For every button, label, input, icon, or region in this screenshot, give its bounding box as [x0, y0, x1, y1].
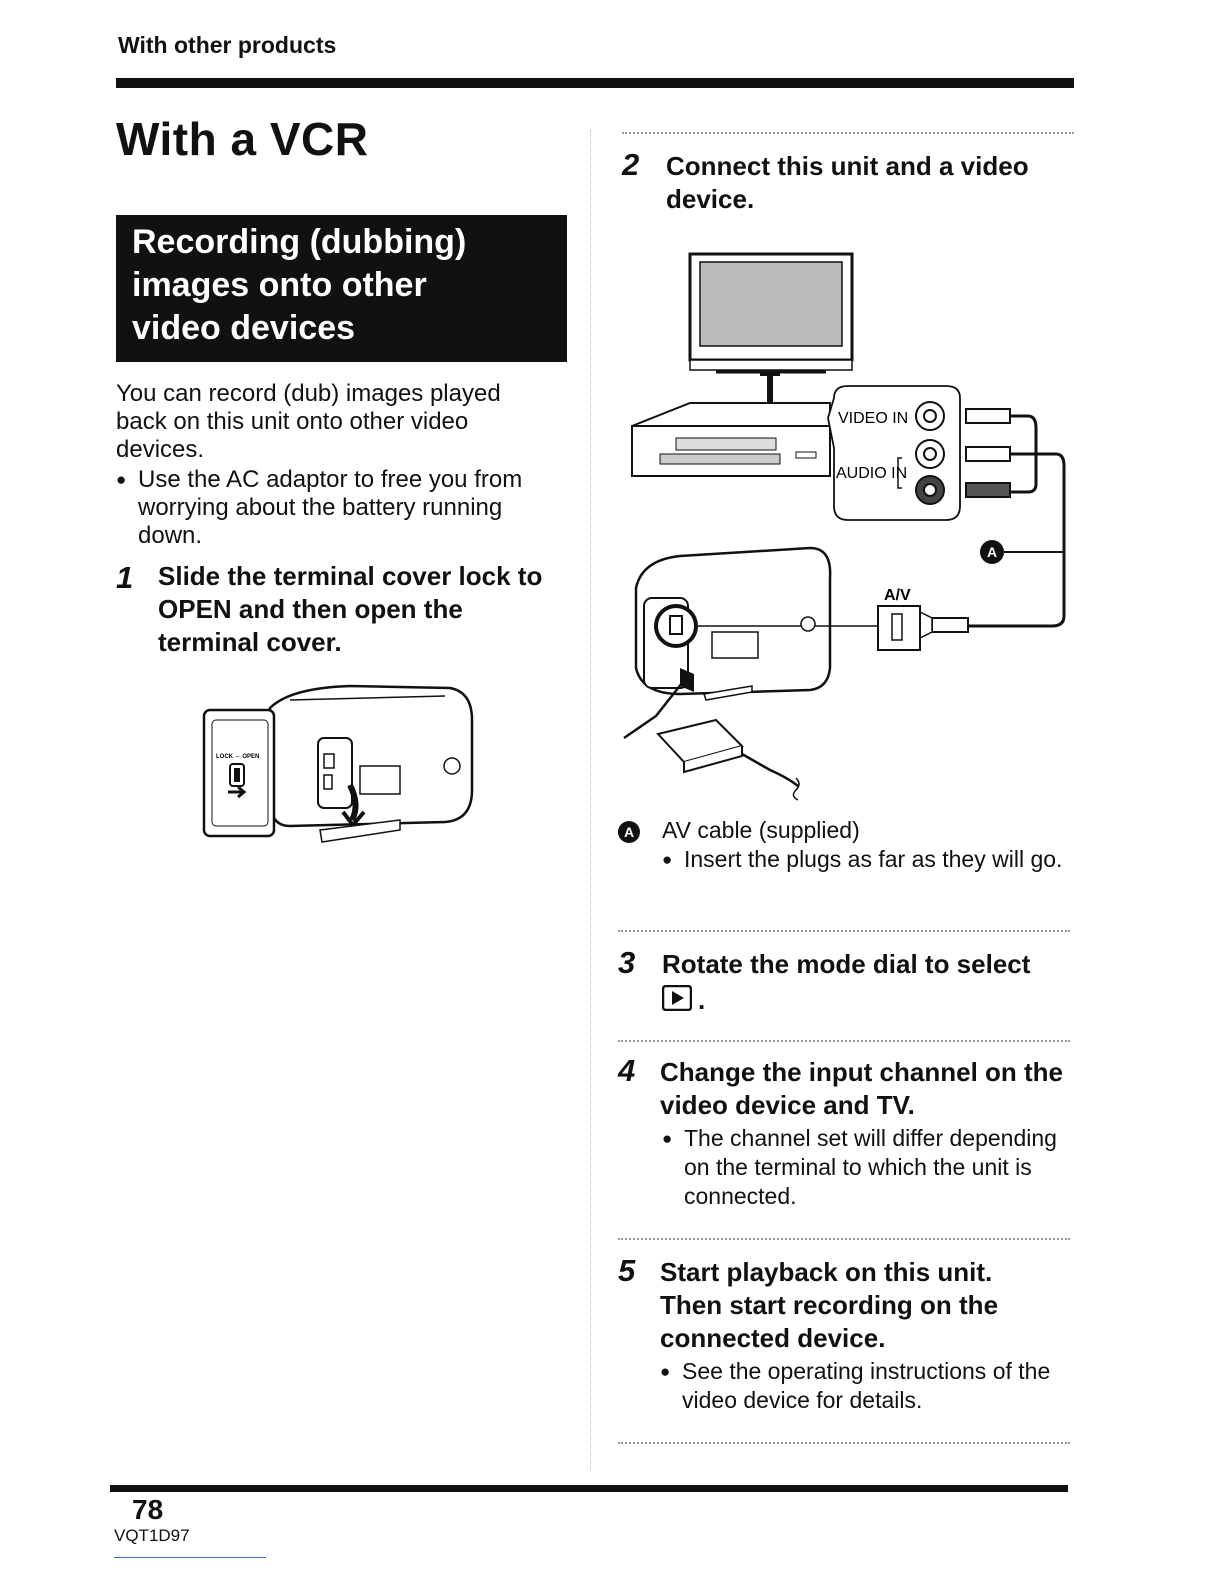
- step-text: Slide the terminal cover lock to OPEN an…: [158, 561, 543, 657]
- audio-in-label: AUDIO IN: [836, 465, 907, 482]
- legend-marker: A: [618, 821, 640, 843]
- intro-bullet: Use the AC adaptor to free you from worr…: [116, 466, 556, 550]
- step-number: 1: [116, 560, 134, 595]
- step-number: 2: [622, 147, 640, 182]
- step-2: 2 Connect this unit and a video device.: [622, 147, 1072, 216]
- step-5-bullet: See the operating instructions of the vi…: [660, 1357, 1072, 1415]
- video-in-label: VIDEO IN: [838, 410, 908, 427]
- step-1: 1 Slide the terminal cover lock to OPEN …: [116, 560, 556, 659]
- column-divider: [590, 130, 592, 1470]
- document-code: VQT1D97: [114, 1526, 190, 1545]
- rule-step-4: [618, 1040, 1070, 1042]
- heading-line-2: images onto other: [132, 266, 427, 304]
- step-3-period: .: [698, 985, 706, 1015]
- terminal-cover-illustration: LOCK ⇔ OPEN: [202, 684, 474, 843]
- bottom-rule: [110, 1485, 1068, 1492]
- page-number: 78: [132, 1494, 164, 1525]
- rule-step-5: [618, 1238, 1070, 1240]
- footer-accent-line: [114, 1557, 266, 1558]
- page-title: With a VCR: [116, 113, 369, 165]
- step-text: Start playback on this unit. Then start …: [660, 1257, 999, 1353]
- step-3: 3 Rotate the mode dial to select .: [618, 945, 1068, 1015]
- rule-step-2: [622, 132, 1074, 134]
- step-text: Connect this unit and a video device.: [666, 151, 1029, 214]
- intro-paragraph: You can record (dub) images played back …: [116, 380, 501, 463]
- section-label: With other products: [118, 32, 337, 58]
- step-4-bullet: The channel set will differ depending on…: [662, 1124, 1068, 1211]
- rule-end: [618, 1442, 1070, 1444]
- step-text: Change the input channel on the video de…: [660, 1057, 1063, 1120]
- step-5: 5 Start playback on this unit. Then star…: [618, 1253, 1068, 1415]
- heading-line-1: Recording (dubbing): [132, 223, 467, 261]
- step-number: 5: [618, 1253, 636, 1288]
- heading-line-3: video devices: [132, 309, 356, 347]
- lock-open-label: LOCK ⇔ OPEN: [216, 754, 259, 760]
- legend-bullet: Insert the plugs as far as they will go.: [662, 845, 1068, 874]
- intro-block: You can record (dub) images played back …: [116, 380, 556, 550]
- legend: A AV cable (supplied) Insert the plugs a…: [618, 816, 1068, 874]
- legend-item: AV cable (supplied): [662, 817, 860, 843]
- top-rule: [116, 78, 1074, 88]
- section-heading-box: Recording (dubbing) images onto other vi…: [116, 215, 567, 362]
- step-number: 3: [618, 945, 636, 980]
- rule-step-3: [618, 930, 1070, 932]
- step-text: Rotate the mode dial to select: [662, 949, 1031, 979]
- av-label: A/V: [884, 587, 911, 604]
- step-number: 4: [618, 1053, 636, 1088]
- playback-mode-icon: [661, 984, 693, 1012]
- callout-a: A: [987, 544, 997, 560]
- connection-diagram: VIDEO IN AUDIO IN A A/V: [623, 252, 1066, 801]
- step-4: 4 Change the input channel on the video …: [618, 1053, 1068, 1211]
